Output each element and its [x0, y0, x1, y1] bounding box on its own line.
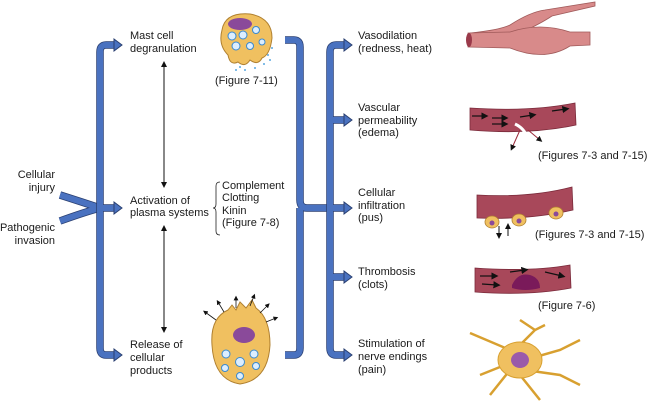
input-merge-arrows — [58, 38, 123, 362]
permeable-vessel-illustration — [469, 102, 577, 151]
mast-figure-ref: (Figure 7-11) — [215, 75, 278, 87]
releasing-cell-illustration — [203, 293, 279, 385]
thrombosis-figure-ref: (Figure 7-6) — [538, 300, 595, 312]
infiltration-vessel-illustration — [476, 186, 574, 239]
effects-flow-arrows — [285, 36, 353, 362]
infiltration-figure-ref: (Figures 7-3 and 7-15) — [535, 229, 644, 241]
mast-cell-illustration — [220, 13, 273, 71]
effect-thrombosis: Thrombosis(clots) — [358, 266, 416, 291]
dilated-vessel-illustration — [466, 1, 596, 55]
plasma-systems-brace — [212, 181, 221, 236]
thrombosis-vessel-illustration — [474, 264, 572, 294]
permeability-figure-ref: (Figures 7-3 and 7-15) — [538, 150, 647, 162]
effect-vasodilation: Vasodilation(redness, heat) — [358, 30, 432, 55]
nerve-cell-illustration — [469, 318, 581, 401]
